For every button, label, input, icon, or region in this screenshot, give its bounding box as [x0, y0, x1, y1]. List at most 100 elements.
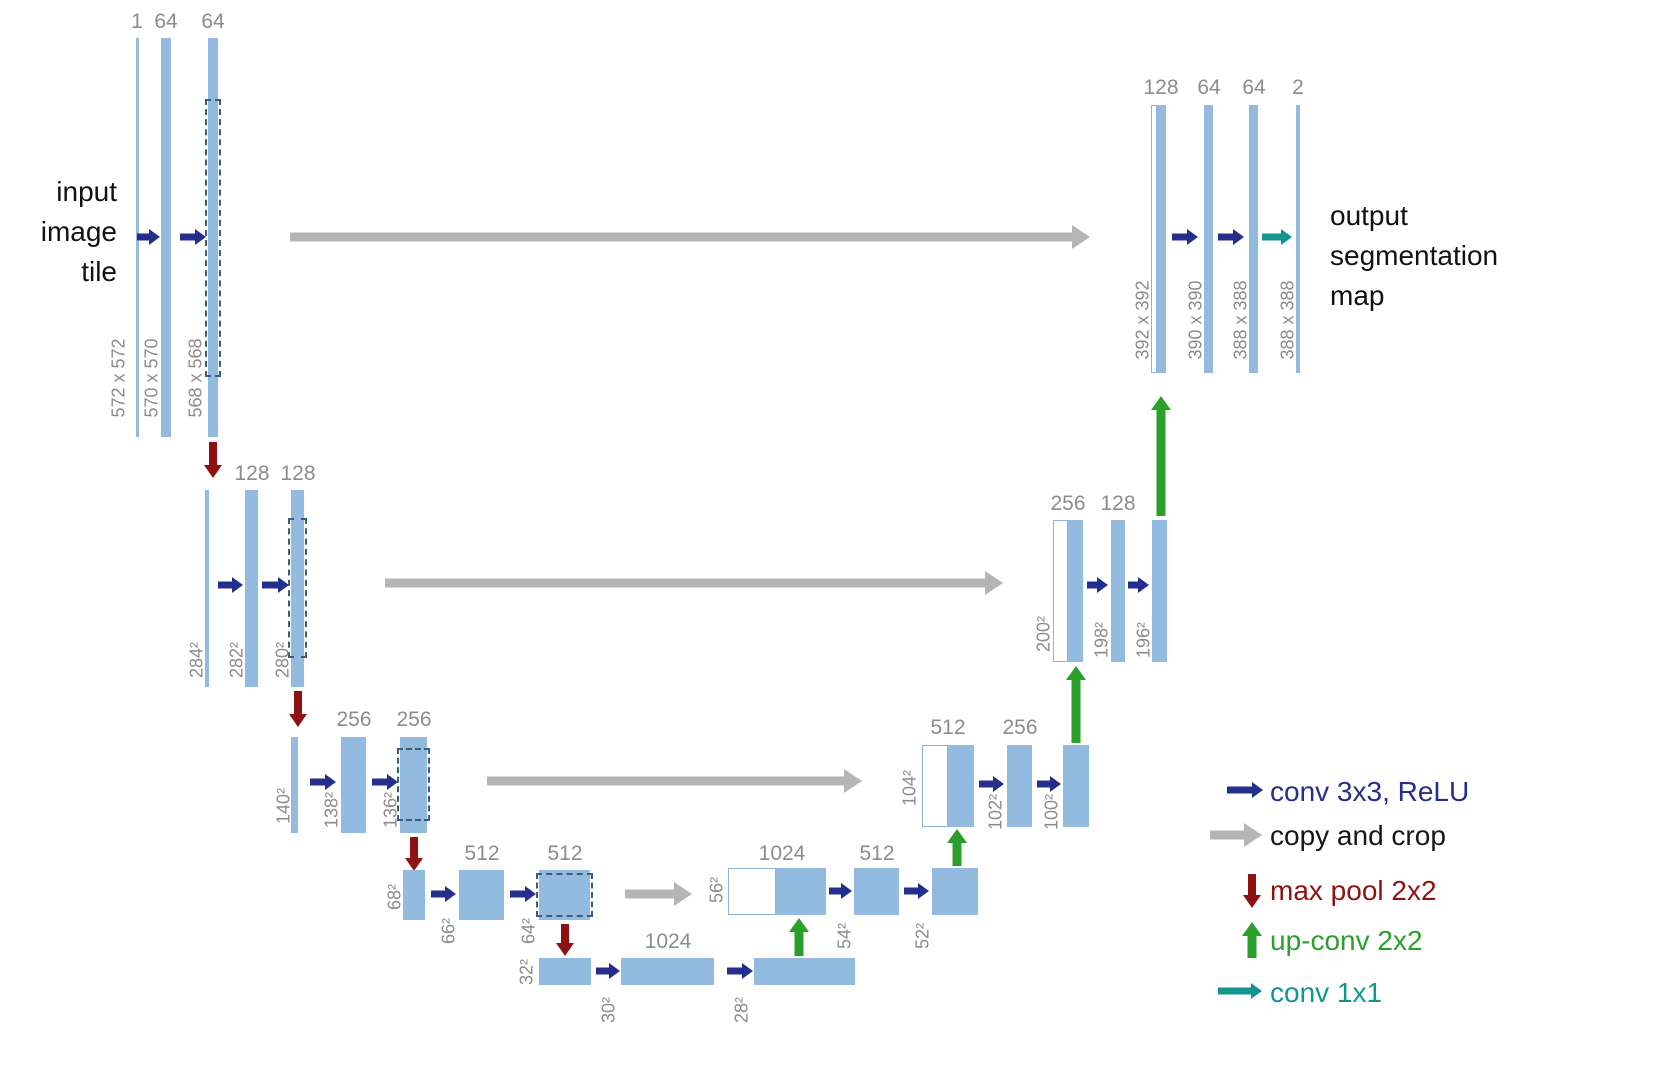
copied-feature-bar	[1151, 105, 1157, 373]
feature-map-bar	[1152, 520, 1167, 662]
channel-count-label: 256	[396, 708, 432, 731]
conv3x3-arrow	[372, 774, 398, 790]
feature-map-bar	[245, 490, 258, 687]
input-label-line: input	[56, 176, 117, 207]
crop-outline	[288, 518, 307, 658]
channel-count-label: 256	[1002, 716, 1038, 739]
copied-feature-bar	[1053, 520, 1068, 662]
channel-count-label: 128	[1100, 492, 1136, 515]
spatial-size-label: 136²	[380, 791, 401, 829]
feature-map-bar	[291, 490, 304, 687]
feature-map-bar	[754, 958, 855, 985]
spatial-size-label: 280²	[272, 641, 293, 679]
feature-map-bar	[1007, 745, 1032, 827]
feature-map-bar	[1204, 105, 1213, 373]
channel-count-label: 1024	[644, 930, 692, 953]
conv3x3-arrow	[218, 577, 243, 593]
max-pool-arrow	[404, 837, 424, 871]
spatial-size-label: 284²	[186, 641, 207, 679]
legend-conv3x3-label: conv 3x3, ReLU	[1270, 776, 1470, 807]
spatial-size-label: 28²	[731, 996, 752, 1024]
spatial-size-label: 138²	[321, 791, 342, 829]
output-label-line: segmentation	[1330, 240, 1499, 271]
channel-count-label: 64	[201, 10, 225, 33]
spatial-size-label: 570 x 570	[141, 338, 162, 418]
output-segmentation-map-label: output segmentation map	[1330, 196, 1590, 316]
feature-map-bar	[1111, 520, 1125, 662]
spatial-size-label: 52²	[912, 922, 933, 950]
channel-count-label: 64	[1242, 76, 1266, 99]
channel-count-label: 256	[336, 708, 372, 731]
spatial-size-label: 572 x 572	[108, 338, 129, 418]
conv3x3-arrow	[510, 886, 536, 902]
spatial-size-label: 30²	[598, 996, 619, 1024]
channel-count-label: 128	[280, 462, 316, 485]
channel-count-label: 2	[1292, 76, 1304, 99]
legend-copy-crop-label: copy and crop	[1270, 820, 1446, 851]
spatial-size-label: 388 x 388	[1230, 280, 1251, 360]
legend-up-conv-label: up-conv 2x2	[1270, 925, 1423, 956]
legend-conv1x1-label: conv 1x1	[1270, 977, 1383, 1008]
conv3x3-arrow	[1128, 577, 1149, 593]
spatial-size-label: 568 x 568	[185, 338, 206, 418]
max-pool-arrow	[288, 691, 308, 727]
spatial-size-label: 54²	[834, 922, 855, 950]
output-label-line: map	[1330, 280, 1385, 311]
crop-outline	[536, 873, 593, 917]
feature-map-bar	[539, 958, 591, 985]
input-label-line: tile	[81, 256, 117, 287]
channel-count-label: 1	[131, 10, 143, 33]
up-conv-arrow	[788, 918, 810, 956]
channel-count-label: 1024	[758, 842, 806, 865]
max-pool-arrow	[203, 442, 223, 478]
copy-crop-arrow	[290, 224, 1090, 250]
feature-map-bar	[341, 737, 366, 833]
conv3x3-arrow	[1037, 776, 1061, 792]
spatial-size-label: 392 x 392	[1132, 280, 1153, 360]
legend-max-pool-label: max pool 2x2	[1270, 875, 1437, 906]
feature-map-bar	[1068, 520, 1083, 662]
feature-map-bar	[291, 737, 298, 833]
spatial-size-label: 200²	[1033, 615, 1054, 653]
copied-feature-bar	[922, 745, 948, 827]
spatial-size-label: 104²	[899, 769, 920, 807]
feature-map-bar	[161, 38, 171, 437]
spatial-size-label: 198²	[1091, 621, 1112, 659]
legend-max-pool-arrow	[1241, 874, 1263, 908]
conv3x3-arrow	[904, 883, 929, 899]
feature-map-bar	[205, 490, 209, 687]
channel-count-label: 128	[234, 462, 270, 485]
conv3x3-arrow	[137, 229, 160, 245]
spatial-size-label: 140²	[273, 787, 294, 825]
spatial-size-label: 282²	[226, 641, 247, 679]
conv3x3-arrow	[262, 577, 289, 593]
feature-map-bar	[776, 868, 826, 915]
feature-map-bar	[400, 737, 427, 833]
conv3x3-arrow	[431, 886, 456, 902]
spatial-size-label: 66²	[438, 917, 459, 945]
feature-map-bar	[539, 870, 590, 920]
spatial-size-label: 68²	[384, 883, 405, 911]
spatial-size-label: 388 x 388	[1277, 280, 1298, 360]
up-conv-arrow	[946, 829, 968, 866]
channel-count-label: 256	[1050, 492, 1086, 515]
output-label-line: output	[1330, 200, 1408, 231]
conv3x3-arrow	[310, 774, 336, 790]
feature-map-bar	[1063, 745, 1089, 827]
feature-map-bar	[1157, 105, 1166, 373]
conv3x3-arrow	[1218, 229, 1244, 245]
channel-count-label: 512	[930, 716, 966, 739]
copy-crop-arrow	[385, 570, 1003, 596]
copy-crop-arrow	[625, 881, 692, 907]
feature-map-bar	[621, 958, 714, 985]
feature-map-bar	[854, 868, 899, 915]
conv3x3-arrow	[180, 229, 206, 245]
legend-conv1x1-arrow	[1218, 982, 1262, 1000]
spatial-size-label: 196²	[1133, 621, 1154, 659]
feature-map-bar	[932, 868, 978, 915]
channel-count-label: 128	[1143, 76, 1179, 99]
channel-count-label: 64	[1197, 76, 1221, 99]
legend-copy-crop-arrow	[1210, 822, 1262, 848]
conv3x3-arrow	[979, 776, 1004, 792]
max-pool-arrow	[555, 924, 575, 956]
